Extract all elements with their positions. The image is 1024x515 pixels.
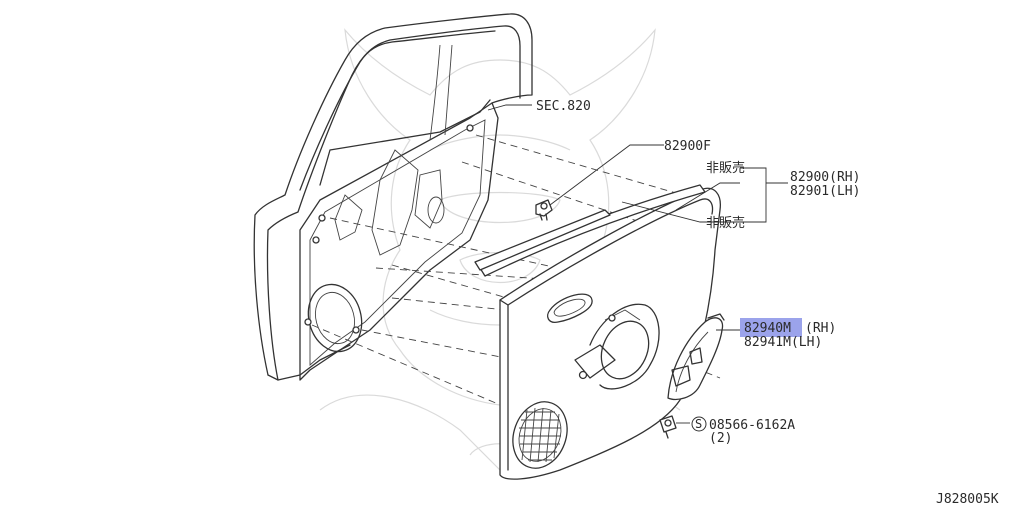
speaker-grille [518,407,562,463]
figure-id: J828005K [936,492,999,507]
label-82941m-lh: 82941M(LH) [744,335,822,350]
screw-symbol-circle [691,416,707,432]
label-82900-rh: 82900(RH) [790,170,860,185]
label-screw-symbol: S [695,417,702,431]
label-82940m: 82940M [744,321,791,336]
leader-lines [487,104,788,424]
label-82901-lh: 82901(LH) [790,184,860,199]
label-screw-qty: (2) [709,431,732,446]
door-trim-panel [474,184,721,480]
labels: SEC.820 82900F 非販売 82900(RH) 82901(LH) 非… [536,99,999,507]
label-not-for-sale-2: 非販売 [706,215,745,231]
clip-82900f [535,199,553,221]
label-82940m-rh: (RH) [805,321,836,336]
door-inner-panel [253,13,533,381]
label-sec-820: SEC.820 [536,99,591,114]
label-not-for-sale-1: 非販売 [706,160,745,176]
highlight-82940m [740,318,802,337]
label-82900f: 82900F [664,139,711,154]
label-08566-6162a: 08566-6162A [709,418,795,433]
screw-08566-6162a [659,415,677,439]
